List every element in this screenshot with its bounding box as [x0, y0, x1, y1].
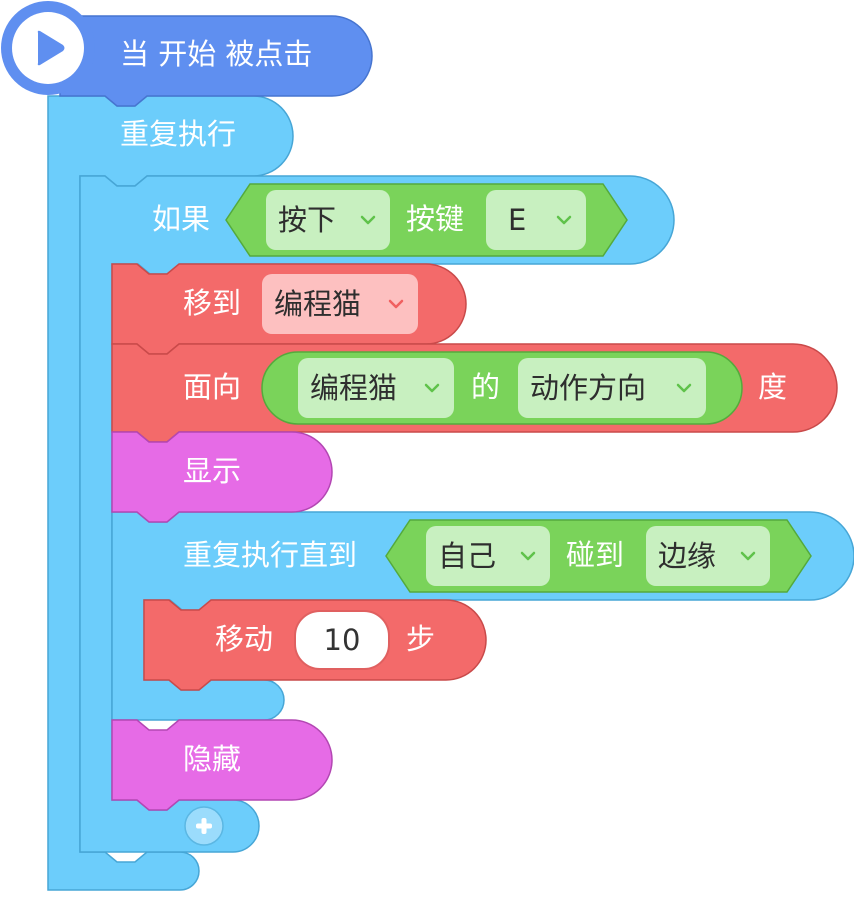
key-label: 按键: [406, 202, 465, 236]
touch-object-dropdown[interactable]: 边缘: [646, 526, 770, 586]
degree-label: 度: [758, 370, 788, 404]
hide-label: 隐藏: [183, 742, 242, 776]
show-label: 显示: [183, 454, 242, 488]
chevron-down-icon: [360, 215, 376, 225]
event-label: 当 开始 被点击: [120, 37, 313, 71]
if-label: 如果: [152, 202, 211, 236]
chevron-down-icon: [388, 299, 404, 309]
move-to-label: 移到: [183, 286, 242, 320]
face-sprite-dropdown[interactable]: 编程猫: [298, 358, 454, 418]
move-label: 移动: [215, 622, 274, 656]
face-label: 面向: [183, 370, 242, 404]
chevron-down-icon: [556, 215, 572, 225]
steps-input[interactable]: 10: [294, 610, 390, 670]
face-property-value: 动作方向: [530, 370, 647, 405]
play-icon[interactable]: [12, 12, 84, 84]
steps-unit-label: 步: [406, 622, 436, 656]
touch-subject-dropdown[interactable]: 自己: [426, 526, 550, 586]
chevron-down-icon: [424, 383, 440, 393]
hide-block[interactable]: [111, 719, 333, 811]
chevron-down-icon: [520, 551, 536, 561]
of-label: 的: [471, 370, 501, 404]
touch-verb-label: 碰到: [566, 538, 625, 572]
when-start-clicked-block[interactable]: [59, 15, 373, 107]
plus-icon[interactable]: [184, 806, 224, 846]
move-to-target-dropdown[interactable]: 编程猫: [262, 274, 418, 334]
move-to-target-value: 编程猫: [274, 286, 362, 321]
touch-subject-value: 自己: [438, 538, 497, 573]
repeat-forever-label: 重复执行: [120, 117, 237, 151]
show-block[interactable]: [111, 431, 333, 523]
chevron-down-icon: [740, 551, 756, 561]
repeat-until-label: 重复执行直到: [183, 538, 358, 572]
key-mode-value: 按下: [278, 202, 337, 237]
face-property-dropdown[interactable]: 动作方向: [518, 358, 706, 418]
key-mode-dropdown[interactable]: 按下: [266, 190, 390, 250]
key-dropdown[interactable]: E: [486, 190, 586, 250]
key-value: E: [508, 202, 527, 237]
face-sprite-value: 编程猫: [310, 370, 398, 405]
touch-object-value: 边缘: [658, 538, 717, 573]
chevron-down-icon: [676, 383, 692, 393]
